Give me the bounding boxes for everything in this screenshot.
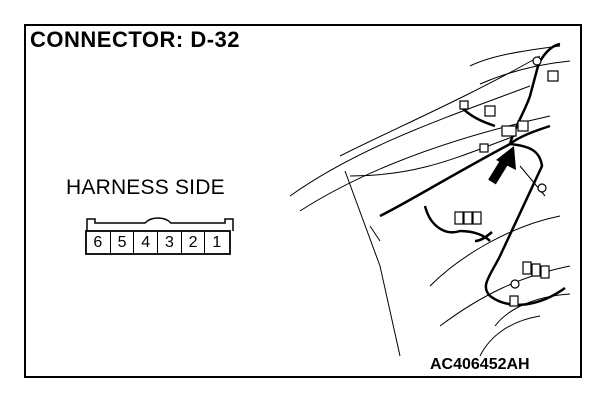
connector-pin: 5 bbox=[109, 232, 134, 254]
connector-pin: 4 bbox=[133, 232, 157, 254]
harness-side-label: HARNESS SIDE bbox=[66, 176, 225, 199]
connector-title: CONNECTOR: D-32 bbox=[30, 27, 241, 52]
connector-pin: 1 bbox=[204, 232, 228, 254]
vehicle-harness-illustration bbox=[289, 42, 571, 357]
connector-pin: 2 bbox=[180, 232, 205, 254]
connector-pin: 3 bbox=[157, 232, 181, 254]
connector-pin: 6 bbox=[93, 234, 103, 251]
connector-pin-row: 6 5 4 3 2 1 bbox=[86, 232, 228, 254]
figure-reference-code: AC406452AH bbox=[430, 356, 530, 373]
